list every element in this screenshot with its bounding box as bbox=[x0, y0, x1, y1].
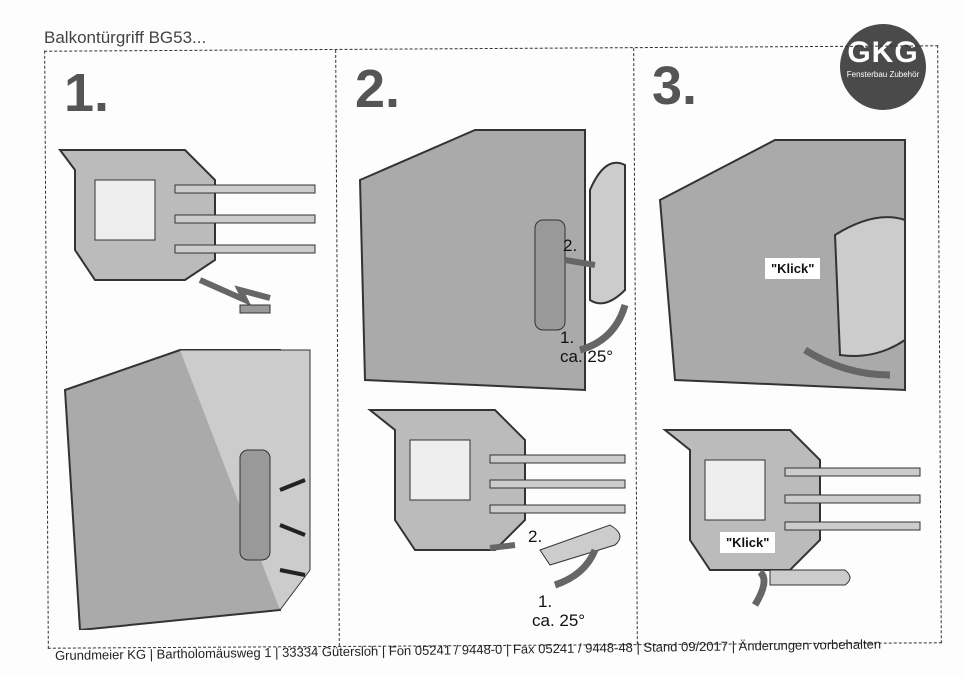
step-3-number: 3. bbox=[652, 56, 698, 116]
step-2-number: 2. bbox=[355, 59, 401, 119]
rotate-step-label: 1. bbox=[560, 328, 575, 347]
gkg-logo: GKG Fensterbau Zubehör bbox=[840, 24, 926, 110]
sub-step-label-bottom: 2. bbox=[528, 527, 543, 546]
step-1-number: 1. bbox=[64, 63, 110, 123]
klick-label-top: "Klick" bbox=[765, 258, 821, 279]
step-divider bbox=[335, 49, 340, 646]
rotate-step-label-bottom: 1. bbox=[538, 592, 553, 611]
door-profile-screws-illustration bbox=[63, 349, 311, 630]
logo-subtitle: Fensterbau Zubehör bbox=[846, 70, 920, 79]
klick-label-bottom: "Klick" bbox=[720, 532, 776, 553]
logo-text: GKG bbox=[847, 36, 919, 69]
profile-section-illustration bbox=[58, 149, 316, 314]
sub-step-label: 2. bbox=[563, 236, 578, 255]
page-title: Balkontürgriff BG53... bbox=[44, 28, 207, 47]
angle-label: ca. 25° bbox=[560, 347, 614, 366]
door-profile-handle-illustration bbox=[358, 129, 629, 392]
profile-section-handle-mounted-illustration bbox=[662, 429, 921, 607]
profile-section-handle-illustration bbox=[367, 409, 626, 589]
angle-label-bottom: ca. 25° bbox=[532, 611, 586, 630]
